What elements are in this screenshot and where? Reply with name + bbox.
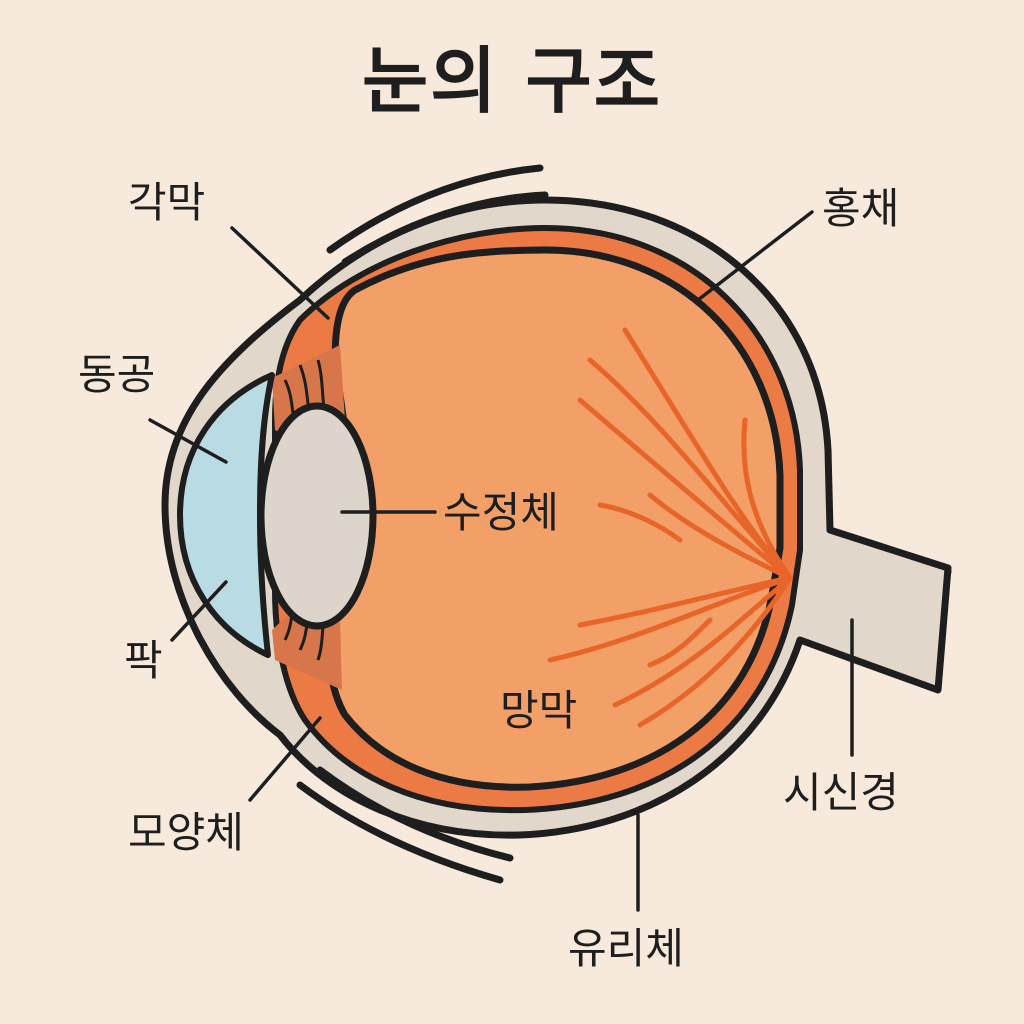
label-ciliary-body: 모양체 <box>128 808 244 857</box>
label-film: 팍 <box>124 636 163 685</box>
leader-cornea <box>230 226 330 320</box>
label-cornea: 각막 <box>128 178 206 227</box>
leader-lines <box>148 210 854 912</box>
leader-pupil <box>148 418 228 464</box>
eyelid-lines <box>296 164 549 884</box>
diagram-title: 눈의 구조 <box>361 39 663 123</box>
leader-iris <box>696 210 814 302</box>
leader-film <box>170 580 228 642</box>
retinal-vessels <box>547 327 793 728</box>
leader-ciliary-body <box>248 716 322 802</box>
cornea <box>177 372 275 658</box>
label-pupil: 동공 <box>78 350 156 399</box>
label-iris: 홍채 <box>822 184 900 233</box>
label-retina: 망막 <box>500 686 578 735</box>
lens <box>257 402 377 630</box>
label-optic-nerve: 시신경 <box>783 768 899 817</box>
label-lens: 수정체 <box>443 488 559 537</box>
label-vitreous-body: 유리체 <box>568 924 684 973</box>
